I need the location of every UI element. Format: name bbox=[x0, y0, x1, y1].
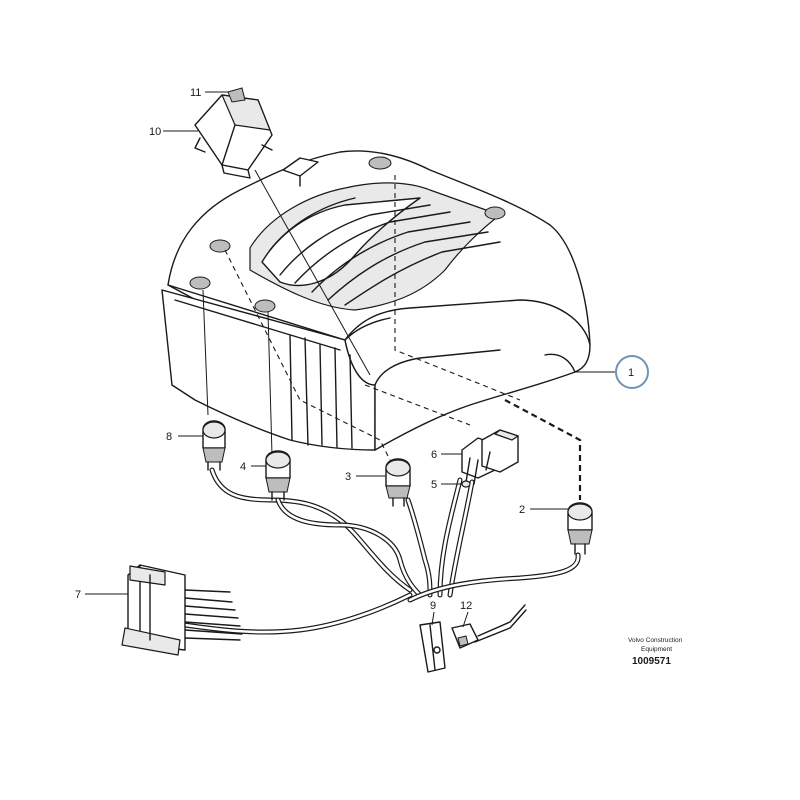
callout-4: 4 bbox=[240, 461, 246, 473]
control-panel-housing bbox=[161, 150, 591, 451]
indicator-lamp-8 bbox=[202, 420, 226, 471]
callout-8: 8 bbox=[166, 431, 172, 443]
callout-12: 12 bbox=[460, 600, 472, 612]
footer-brand-line1: Volvo Construction bbox=[628, 637, 683, 644]
callout-5: 5 bbox=[431, 479, 437, 491]
catalog-code: 1009571 bbox=[632, 656, 671, 667]
callout-10: 10 bbox=[149, 126, 161, 138]
highlight-circle bbox=[615, 355, 649, 389]
callout-1: 1 bbox=[628, 367, 634, 379]
footer-brand-line2: Equipment bbox=[641, 646, 672, 653]
callout-9: 9 bbox=[430, 600, 436, 612]
callout-6: 6 bbox=[431, 449, 437, 461]
indicator-lamp-4 bbox=[265, 450, 291, 501]
callout-11: 11 bbox=[190, 87, 201, 99]
harness-connector bbox=[121, 564, 186, 656]
callout-7: 7 bbox=[75, 589, 81, 601]
rocker-switch bbox=[194, 87, 273, 179]
callout-3: 3 bbox=[345, 471, 351, 483]
indicator-lamp-3 bbox=[385, 458, 411, 507]
callout-leaders bbox=[85, 91, 616, 628]
plug-connectors bbox=[461, 429, 519, 488]
indicator-lamp-2 bbox=[567, 502, 593, 555]
mounting-clip bbox=[419, 604, 527, 673]
dashed-leader-lines bbox=[202, 169, 582, 500]
wire-harness bbox=[182, 467, 581, 641]
callout-2: 2 bbox=[519, 504, 525, 516]
